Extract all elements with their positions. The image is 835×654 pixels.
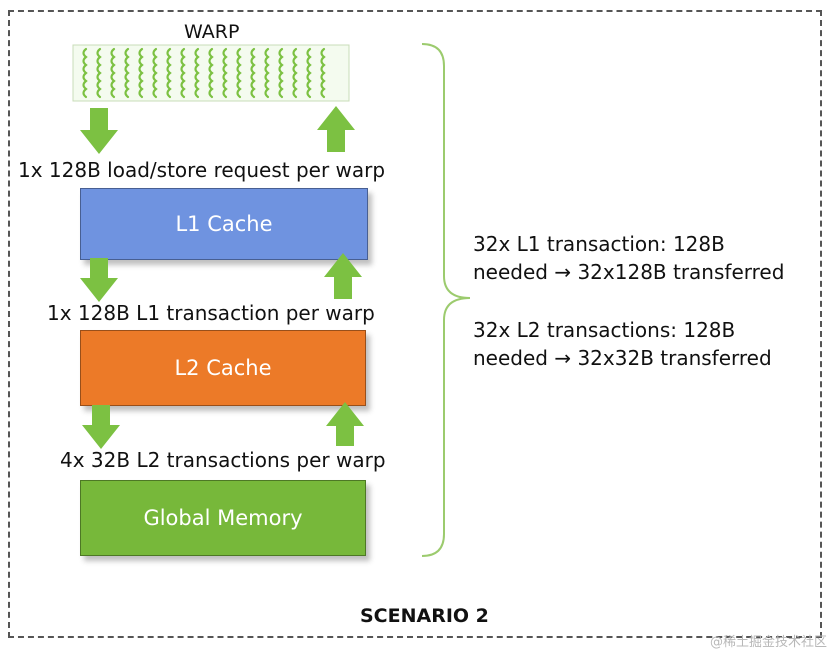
l1-note-line1: 32x L1 transaction: 128B (473, 232, 725, 256)
watermark-text: @稀土掘金技术社区 (709, 635, 827, 650)
scenario-frame (8, 10, 822, 638)
up-arrow-l2-to-l1 (324, 253, 362, 299)
warp-threads-graphic (72, 44, 350, 102)
warp-thread (208, 47, 214, 99)
warp-thread (124, 47, 130, 99)
l1-cache-box: L1 Cache (80, 188, 368, 260)
l2-cache-box: L2 Cache (80, 330, 366, 406)
up-arrow-l1-to-warp (317, 106, 355, 152)
warp-thread (320, 47, 326, 99)
l2-note-line1: 32x L2 transactions: 128B (473, 318, 736, 342)
warp-thread (306, 47, 312, 99)
warp-thread (250, 47, 256, 99)
l2-transactions-label: 4x 32B L2 transactions per warp (60, 448, 386, 472)
down-arrow-warp-to-l1 (80, 108, 118, 154)
l1-cache-label: L1 Cache (175, 212, 273, 236)
warp-thread (82, 47, 88, 99)
l2-note-line2: needed → 32x32B transferred (473, 346, 772, 370)
warp-thread (138, 47, 144, 99)
curly-brace (421, 43, 471, 557)
up-arrow-global-to-l2 (326, 402, 364, 446)
down-arrow-l1-to-l2 (80, 258, 118, 302)
warp-thread (292, 47, 298, 99)
warp-title: WARP (184, 21, 240, 43)
warp-thread (180, 47, 186, 99)
scenario-label: SCENARIO 2 (360, 605, 489, 627)
warp-thread (236, 47, 242, 99)
request-label: 1x 128B load/store request per warp (18, 158, 386, 182)
global-memory-label: Global Memory (143, 506, 303, 530)
l2-cache-label: L2 Cache (174, 356, 272, 380)
warp-thread (194, 47, 200, 99)
l1-note-line2: needed → 32x128B transferred (473, 260, 785, 284)
warp-thread (264, 47, 270, 99)
warp-thread (166, 47, 172, 99)
warp-thread (152, 47, 158, 99)
warp-thread (278, 47, 284, 99)
down-arrow-l2-to-global (82, 405, 120, 449)
warp-thread (96, 47, 102, 99)
warp-thread (110, 47, 116, 99)
l1-transaction-label: 1x 128B L1 transaction per warp (47, 301, 375, 325)
global-memory-box: Global Memory (80, 480, 366, 556)
warp-thread (222, 47, 228, 99)
